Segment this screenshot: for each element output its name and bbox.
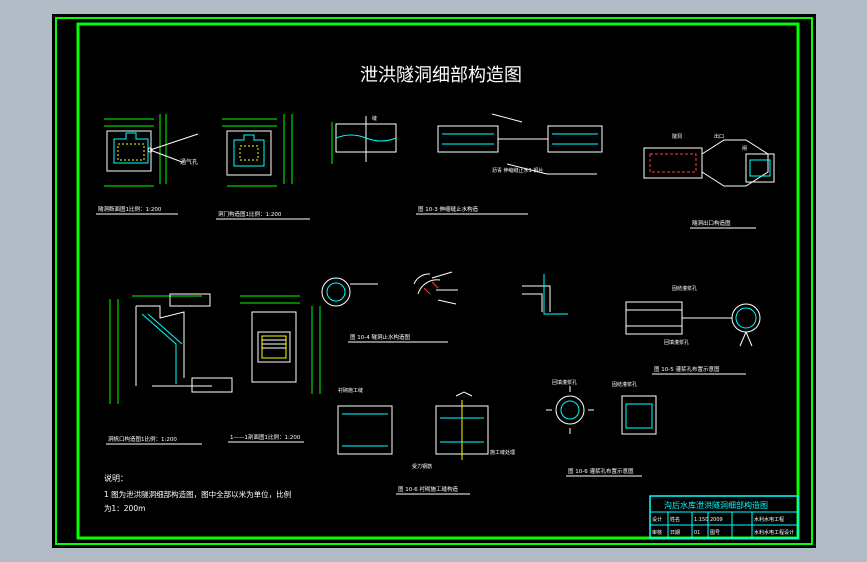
detail-waterstop: 图 10-4 隧洞止水构造图: [321, 271, 568, 343]
titleblock-r2c3: 01: [694, 530, 700, 536]
svg-text:沥青 伸缩缝止水1 铜片: 沥青 伸缩缝止水1 铜片: [492, 167, 543, 174]
svg-text:固结灌浆孔: 固结灌浆孔: [672, 285, 697, 292]
detail-entrance: 洞帆口构造图1比例：1:200: [106, 293, 233, 445]
detail-section-1-1: 1——1剖面图1比例：1:200: [228, 295, 321, 443]
caption-waterstop: 图 10-4 隧洞止水构造图: [350, 333, 410, 341]
titleblock-r2c1: 审核: [652, 529, 662, 536]
detail-portal: 洞门构造图1比例：1:200: [216, 114, 310, 220]
svg-text:隧洞: 隧洞: [672, 133, 682, 140]
caption-grout-holes: 图 10-6 灌浆孔布置示意图: [568, 467, 634, 475]
drawing-title: 泄洪隧洞细部构造图: [360, 65, 522, 86]
titleblock-r1c1: 设计: [652, 516, 662, 523]
detail-outlet: 隧洞 出口闸 隧洞出口构造图: [643, 133, 775, 229]
notes-line-1: 1 图为泄洪隧洞细部构造图，图中全部以米为单位，比例: [104, 489, 291, 499]
titleblock-r2c5: 水利水电工程设计: [754, 529, 794, 536]
cad-drawing: 泄洪隧洞细部构造图 通气孔 隧洞断面图1比例：1:200 洞门构造图1比例：1:…: [55, 17, 813, 545]
titleblock-r2c4: 图号: [710, 530, 720, 536]
titleblock-r1c3: 1:150: [694, 517, 708, 523]
caption-joint: 图 10-3 伸缩缝止水构造: [418, 205, 478, 213]
titleblock-r2c2: 日期: [670, 530, 680, 536]
svg-text:固结灌浆孔: 固结灌浆孔: [612, 381, 637, 388]
caption-portal: 洞门构造图1比例：1:200: [218, 210, 282, 218]
notes: 说明： 1 图为泄洪隧洞细部构造图，图中全部以米为单位，比例 为1：200m: [104, 473, 291, 513]
titleblock-r1c4: 2009: [710, 517, 723, 523]
drawing-sheet: 泄洪隧洞细部构造图 通气孔 隧洞断面图1比例：1:200 洞门构造图1比例：1:…: [52, 14, 816, 548]
svg-text:衬砌施工缝: 衬砌施工缝: [338, 387, 363, 394]
svg-text:闸: 闸: [742, 145, 747, 152]
detail-joint: 缝 沥青 伸缩缝止水1 铜片 图 10-3 伸缩缝止水构造: [331, 113, 603, 215]
titleblock-project: 沟后水库泄洪隧洞细部构造图: [664, 500, 768, 510]
title-block: 沟后水库泄洪隧洞细部构造图 设计 姓名 1:150 2009 水利水电工程 审核…: [649, 495, 799, 539]
caption-outlet: 隧洞出口构造图: [692, 219, 731, 227]
caption-grout-layout: 图 10-5 灌浆孔布置示意图: [654, 365, 720, 373]
svg-text:出口: 出口: [714, 133, 724, 140]
notes-heading: 说明：: [104, 473, 128, 483]
caption-section: 1——1剖面图1比例：1:200: [230, 433, 301, 441]
titleblock-r1c2: 姓名: [670, 516, 680, 523]
caption-tunnel-section: 隧洞断面图1比例：1:200: [98, 205, 162, 213]
svg-text:回填灌浆孔: 回填灌浆孔: [664, 339, 689, 346]
notes-line-2: 为1：200m: [104, 503, 145, 513]
outer-border: [55, 17, 813, 545]
svg-text:回填灌浆孔: 回填灌浆孔: [552, 379, 577, 386]
svg-text:缝: 缝: [372, 115, 377, 122]
svg-text:通气孔: 通气孔: [180, 158, 198, 166]
detail-tunnel-section: 通气孔 隧洞断面图1比例：1:200: [96, 114, 199, 215]
svg-text:施工缝处理: 施工缝处理: [490, 449, 515, 456]
caption-entrance: 洞帆口构造图1比例：1:200: [108, 435, 177, 443]
caption-construction-joint: 图 10-6 衬砌施工缝构造: [398, 485, 458, 493]
detail-grout-holes: 回填灌浆孔 固结灌浆孔 图 10-6 灌浆孔布置示意图: [546, 379, 657, 477]
titleblock-r1c5: 水利水电工程: [754, 516, 784, 523]
inner-border: [76, 22, 800, 540]
svg-text:受力钢筋: 受力钢筋: [412, 463, 432, 470]
